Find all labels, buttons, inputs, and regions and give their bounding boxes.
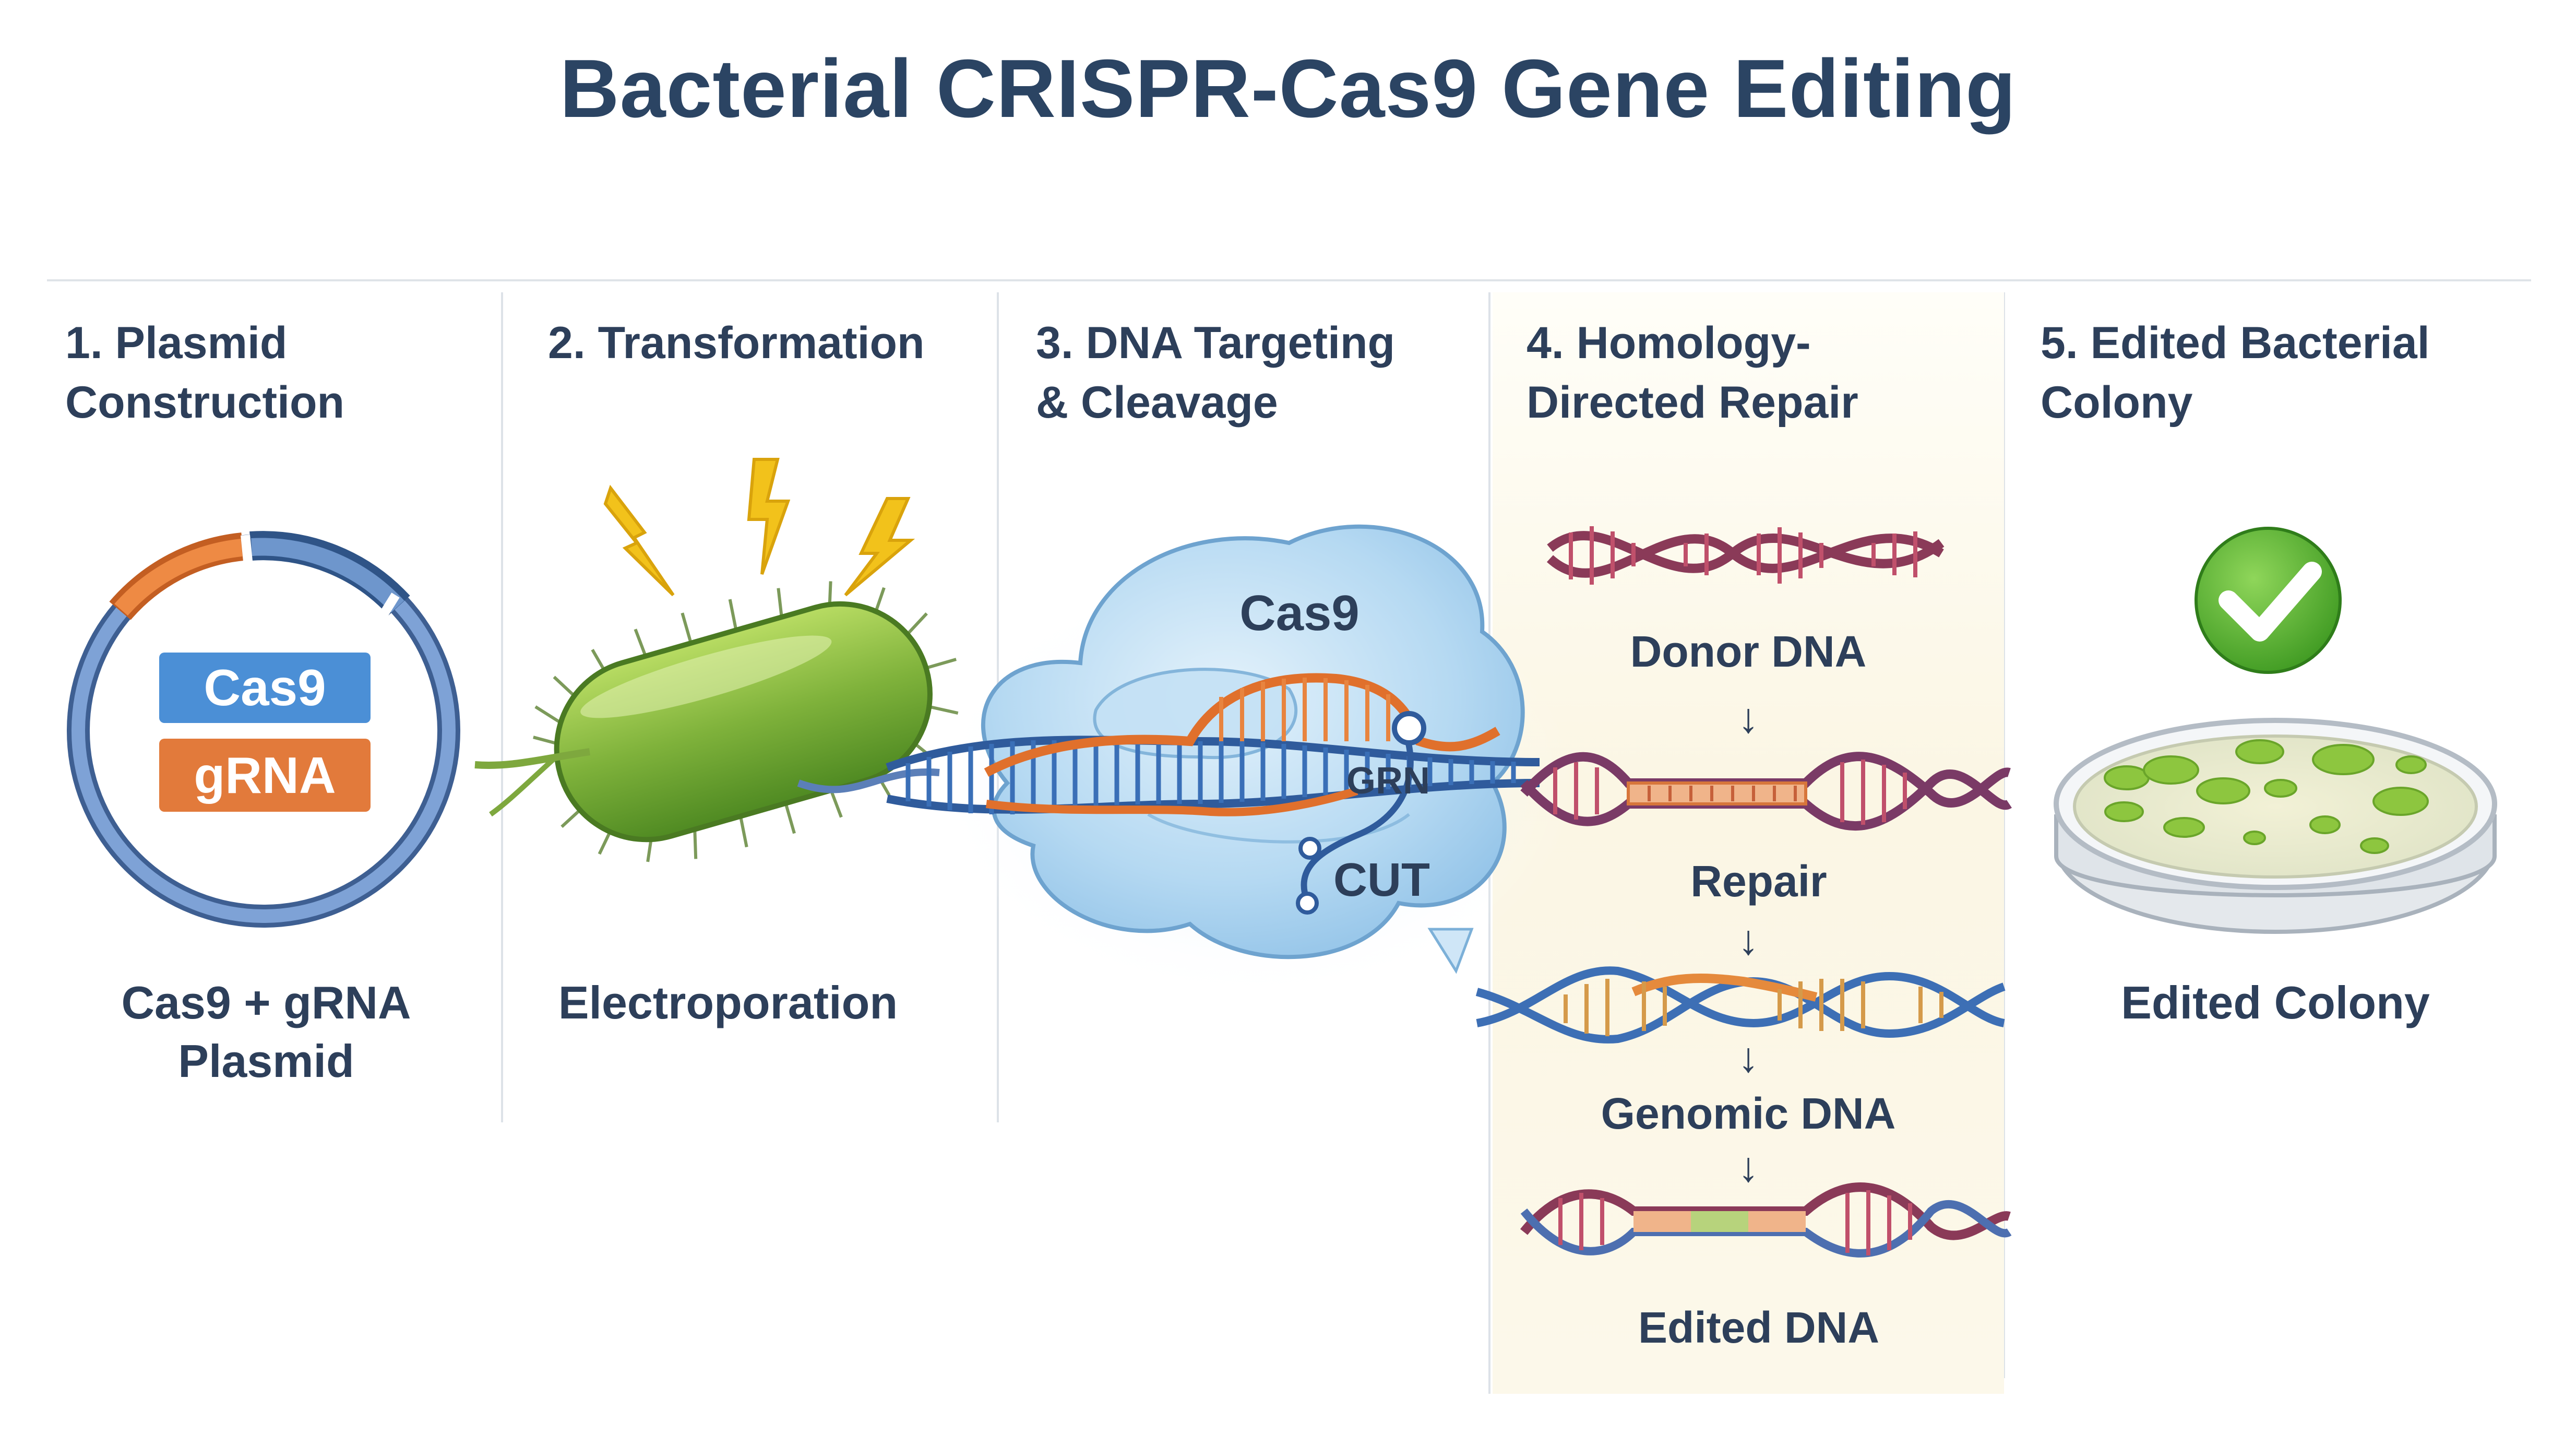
- arrow-down-icon: ↓: [1738, 917, 1759, 963]
- step-2-heading: 2. Transformation: [548, 318, 925, 368]
- step-1-heading: 1. Plasmid Construction: [65, 318, 345, 428]
- edited-dna-label: Edited DNA: [1638, 1303, 1879, 1352]
- grna-gene-box: gRNA: [159, 739, 371, 812]
- step-3-heading: 3. DNA Targeting & Cleavage: [1036, 318, 1396, 428]
- lightning-bolt-icon: [747, 458, 791, 575]
- step-5-caption: Edited Colony: [2121, 977, 2430, 1028]
- repair-label: Repair: [1690, 857, 1827, 906]
- column-divider: [2003, 292, 2005, 1378]
- plasmid-ring: [67, 531, 460, 928]
- step-5-heading: 5. Edited Bacterial Colony: [2041, 318, 2430, 428]
- donor-dna-label: Donor DNA: [1630, 627, 1867, 676]
- target-dna-helix: [797, 673, 1540, 915]
- step-4-heading: 4. Homology- Directed Repair: [1526, 318, 1858, 428]
- bacterial-colonies: [2104, 739, 2429, 854]
- grna-label: GRN: [1346, 760, 1430, 802]
- arrow-down-icon: ↓: [1738, 1144, 1759, 1190]
- genomic-dna-helix: [1475, 966, 2006, 1044]
- lightning-bolt-icon: [603, 484, 675, 597]
- repair-dna-helix: [1520, 752, 2012, 831]
- cut-label: CUT: [1333, 854, 1430, 906]
- edited-dna-helix: [1520, 1182, 2012, 1258]
- petri-dish: [2054, 718, 2497, 934]
- donor-dna-helix: [1546, 526, 1945, 585]
- arrow-down-icon: ↓: [1738, 695, 1759, 741]
- header-divider: [47, 279, 2531, 281]
- column-divider: [501, 292, 503, 1122]
- arrow-down-icon: ↓: [1738, 1034, 1759, 1081]
- cas9-protein-label: Cas9: [1239, 585, 1359, 641]
- lightning-bolt-icon: [844, 497, 915, 597]
- check-circle-icon: [2195, 527, 2342, 674]
- genomic-dna-label: Genomic DNA: [1601, 1089, 1896, 1138]
- step-2-caption: Electroporation: [558, 977, 898, 1028]
- page-title: Bacterial CRISPR-Cas9 Gene Editing: [559, 43, 2017, 135]
- bacterium: [533, 581, 959, 862]
- cas9-gene-box: Cas9: [159, 653, 371, 723]
- step-1-caption: Cas9 + gRNA Plasmid: [121, 977, 411, 1087]
